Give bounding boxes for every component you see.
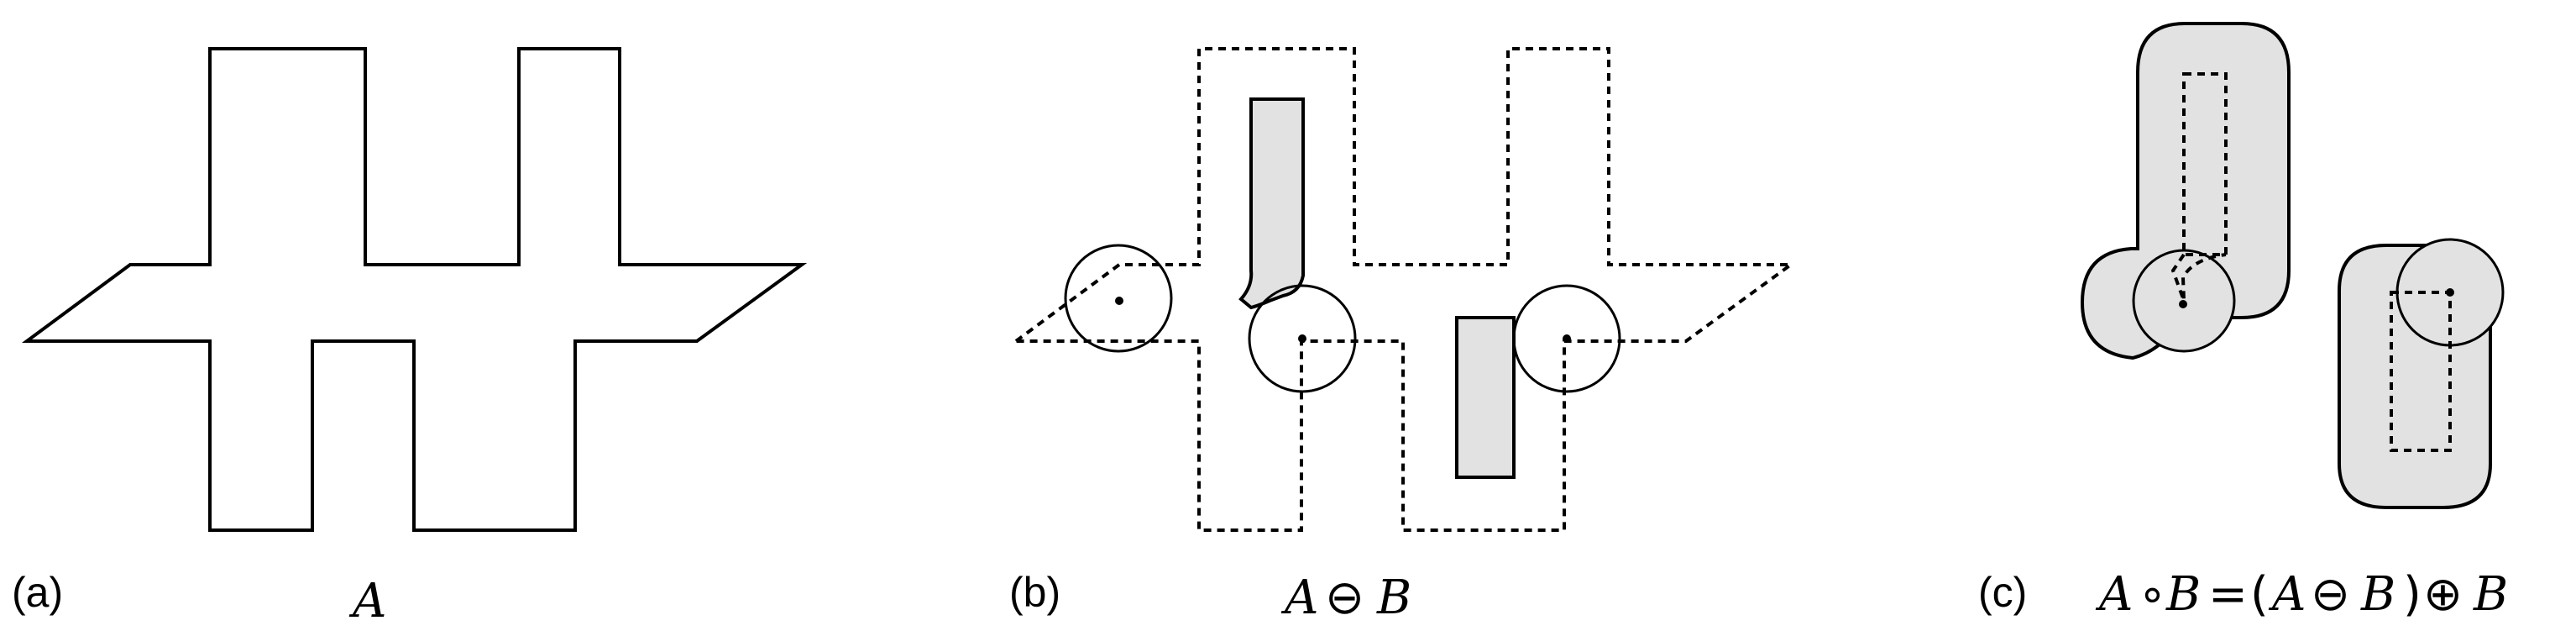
eroded-outline-right xyxy=(2390,291,2452,452)
eroded-region-right xyxy=(1455,316,1516,479)
panel-c-caption-oplus: ⊕ xyxy=(2423,567,2463,622)
panel-b: (b) A ⊖ B xyxy=(1009,47,1797,625)
panel-c-caption-close: ) xyxy=(2403,567,2422,622)
origin-dot xyxy=(1563,334,1571,343)
structuring-element-left xyxy=(1064,244,1173,353)
eroded-outline-left xyxy=(2182,72,2228,256)
origin-dot xyxy=(1115,297,1123,305)
panel-b-caption-op: ⊖ xyxy=(1325,571,1364,625)
panel-c-caption-ominus: ⊖ xyxy=(2311,567,2350,622)
panel-c-caption-b3: B xyxy=(2473,567,2508,622)
panel-a: (a) A xyxy=(12,47,808,628)
structuring-element-right xyxy=(1512,284,1621,393)
origin-dot xyxy=(1298,334,1306,343)
panel-c-tag: (c) xyxy=(1978,569,2027,616)
eroded-outline-left-tail xyxy=(2170,253,2227,302)
panel-c-caption-b: B xyxy=(2165,567,2201,622)
panel-c-caption-eq: = xyxy=(2208,567,2248,622)
panel-b-caption-b: B xyxy=(1376,571,1411,625)
structuring-element-center xyxy=(1248,284,1357,393)
panel-c-caption-a2: A xyxy=(2268,567,2306,622)
panel-c-caption-circ: ∘ xyxy=(2138,567,2167,622)
panel-c-caption-b2: B xyxy=(2360,567,2395,622)
origin-dot xyxy=(2446,288,2454,297)
panel-b-caption-a: A xyxy=(1280,571,1318,625)
panel-a-caption: A xyxy=(348,574,386,628)
panel-c-caption-a: A xyxy=(2095,567,2133,622)
origin-dot xyxy=(2179,300,2187,308)
panel-c-caption-open: ( xyxy=(2250,567,2269,622)
eroded-region-left xyxy=(1238,97,1305,310)
panel-c: (c) A ∘ B = ( A ⊖ B ) ⊕ B xyxy=(1978,22,2508,622)
panel-b-tag: (b) xyxy=(1009,569,1060,616)
panel-a-tag: (a) xyxy=(12,569,63,616)
shape-a-dashed-outline xyxy=(1010,47,1797,532)
shape-a-outline xyxy=(21,47,808,532)
